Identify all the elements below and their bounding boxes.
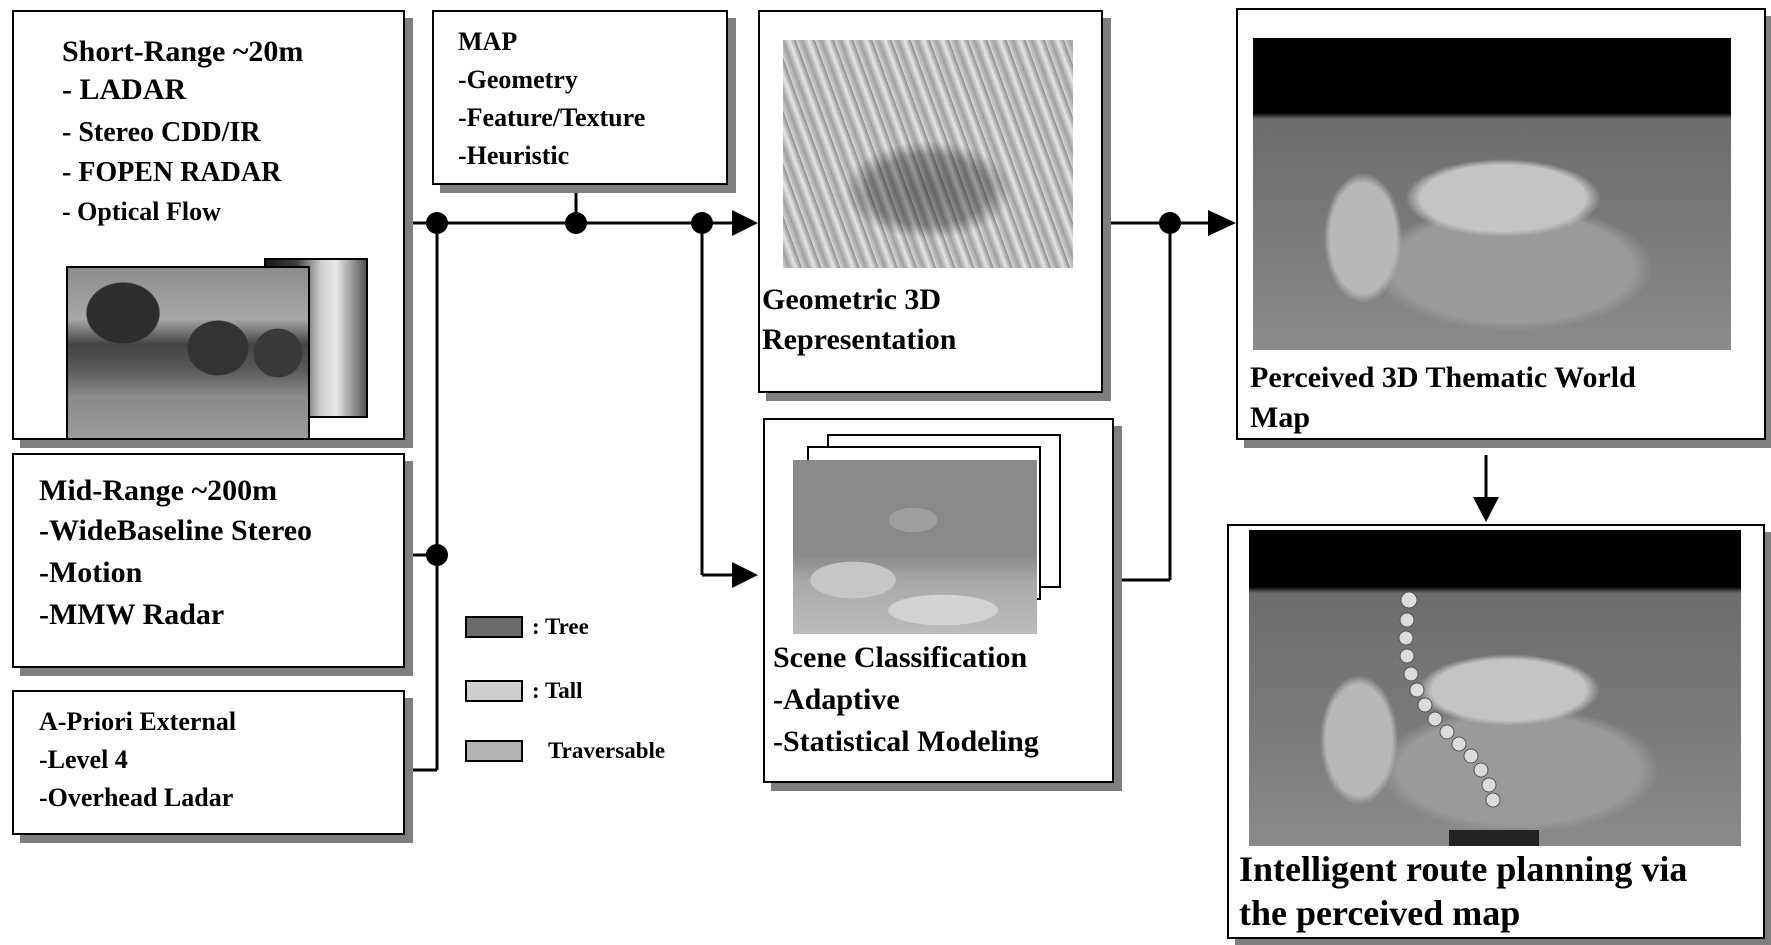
legend-swatch-traversable bbox=[465, 740, 523, 762]
geometric-title-line2: Representation bbox=[762, 323, 957, 356]
junction-dot bbox=[426, 544, 448, 566]
vehicle-icon bbox=[1449, 830, 1539, 846]
apriori-title: A-Priori External bbox=[39, 707, 237, 736]
mid-range-item: -MMW Radar bbox=[39, 598, 225, 631]
route-box: Intelligent route planning via the perce… bbox=[1227, 524, 1765, 939]
scene-title: Scene Classification bbox=[773, 641, 1028, 674]
world-map-box: Perceived 3D Thematic World Map bbox=[1236, 8, 1766, 440]
geometric-terrain-image bbox=[783, 40, 1073, 268]
scene-item: -Adaptive bbox=[773, 683, 900, 716]
arrow-to-world-map-icon bbox=[1208, 210, 1236, 236]
route-title-line2: the perceived map bbox=[1239, 893, 1521, 933]
junction-dot bbox=[565, 212, 587, 234]
legend-label-tree: : Tree bbox=[532, 614, 589, 639]
scene-item: -Statistical Modeling bbox=[773, 725, 1039, 758]
short-range-item: - Optical Flow bbox=[62, 197, 221, 226]
short-range-item: - Stereo CDD/IR bbox=[62, 117, 261, 148]
junction-dot bbox=[691, 212, 713, 234]
camera-image bbox=[66, 266, 310, 440]
legend-label-tall: : Tall bbox=[532, 678, 583, 703]
geometric-title-line1: Geometric 3D bbox=[762, 283, 942, 316]
apriori-box: A-Priori External -Level 4 -Overhead Lad… bbox=[12, 690, 405, 835]
mid-range-item: -WideBaseline Stereo bbox=[39, 514, 313, 547]
world-map-title-line2: Map bbox=[1250, 401, 1310, 434]
junction-dot bbox=[426, 212, 448, 234]
route-title-line1: Intelligent route planning via bbox=[1239, 849, 1688, 889]
short-range-box: Short-Range ~20m - LADAR - Stereo CDD/IR… bbox=[12, 10, 405, 440]
route-path-icon bbox=[1398, 591, 1539, 846]
world-map-image bbox=[1253, 38, 1731, 350]
scene-classified-image bbox=[793, 460, 1037, 634]
route-map-image bbox=[1249, 530, 1741, 846]
short-range-title: Short-Range ~20m bbox=[62, 35, 304, 68]
legend-label-traversable: Traversable bbox=[548, 738, 666, 763]
short-range-item: - LADAR bbox=[62, 73, 187, 106]
map-item: -Heuristic bbox=[458, 141, 570, 170]
arrow-to-route-icon bbox=[1473, 497, 1499, 522]
legend-swatch-tree bbox=[465, 616, 523, 638]
legend-swatch-tall bbox=[465, 680, 523, 702]
world-map-title-line1: Perceived 3D Thematic World bbox=[1250, 361, 1636, 394]
apriori-item: -Level 4 bbox=[39, 745, 128, 774]
map-item: -Geometry bbox=[458, 65, 578, 94]
map-box: MAP -Geometry -Feature/Texture -Heuristi… bbox=[432, 10, 728, 185]
geometric-box: Geometric 3D Representation bbox=[758, 10, 1103, 393]
arrow-to-geometric-icon bbox=[732, 210, 758, 236]
apriori-item: -Overhead Ladar bbox=[39, 783, 234, 812]
short-range-item: - FOPEN RADAR bbox=[62, 157, 282, 188]
mid-range-box: Mid-Range ~200m -WideBaseline Stereo -Mo… bbox=[12, 453, 405, 668]
mid-range-title: Mid-Range ~200m bbox=[39, 474, 278, 507]
scene-box: Scene Classification -Adaptive -Statisti… bbox=[763, 418, 1114, 783]
map-item: -Feature/Texture bbox=[458, 103, 646, 132]
mid-range-item: -Motion bbox=[39, 556, 143, 589]
map-title: MAP bbox=[458, 27, 518, 56]
arrow-to-scene-icon bbox=[732, 562, 758, 588]
junction-dot bbox=[1159, 212, 1181, 234]
